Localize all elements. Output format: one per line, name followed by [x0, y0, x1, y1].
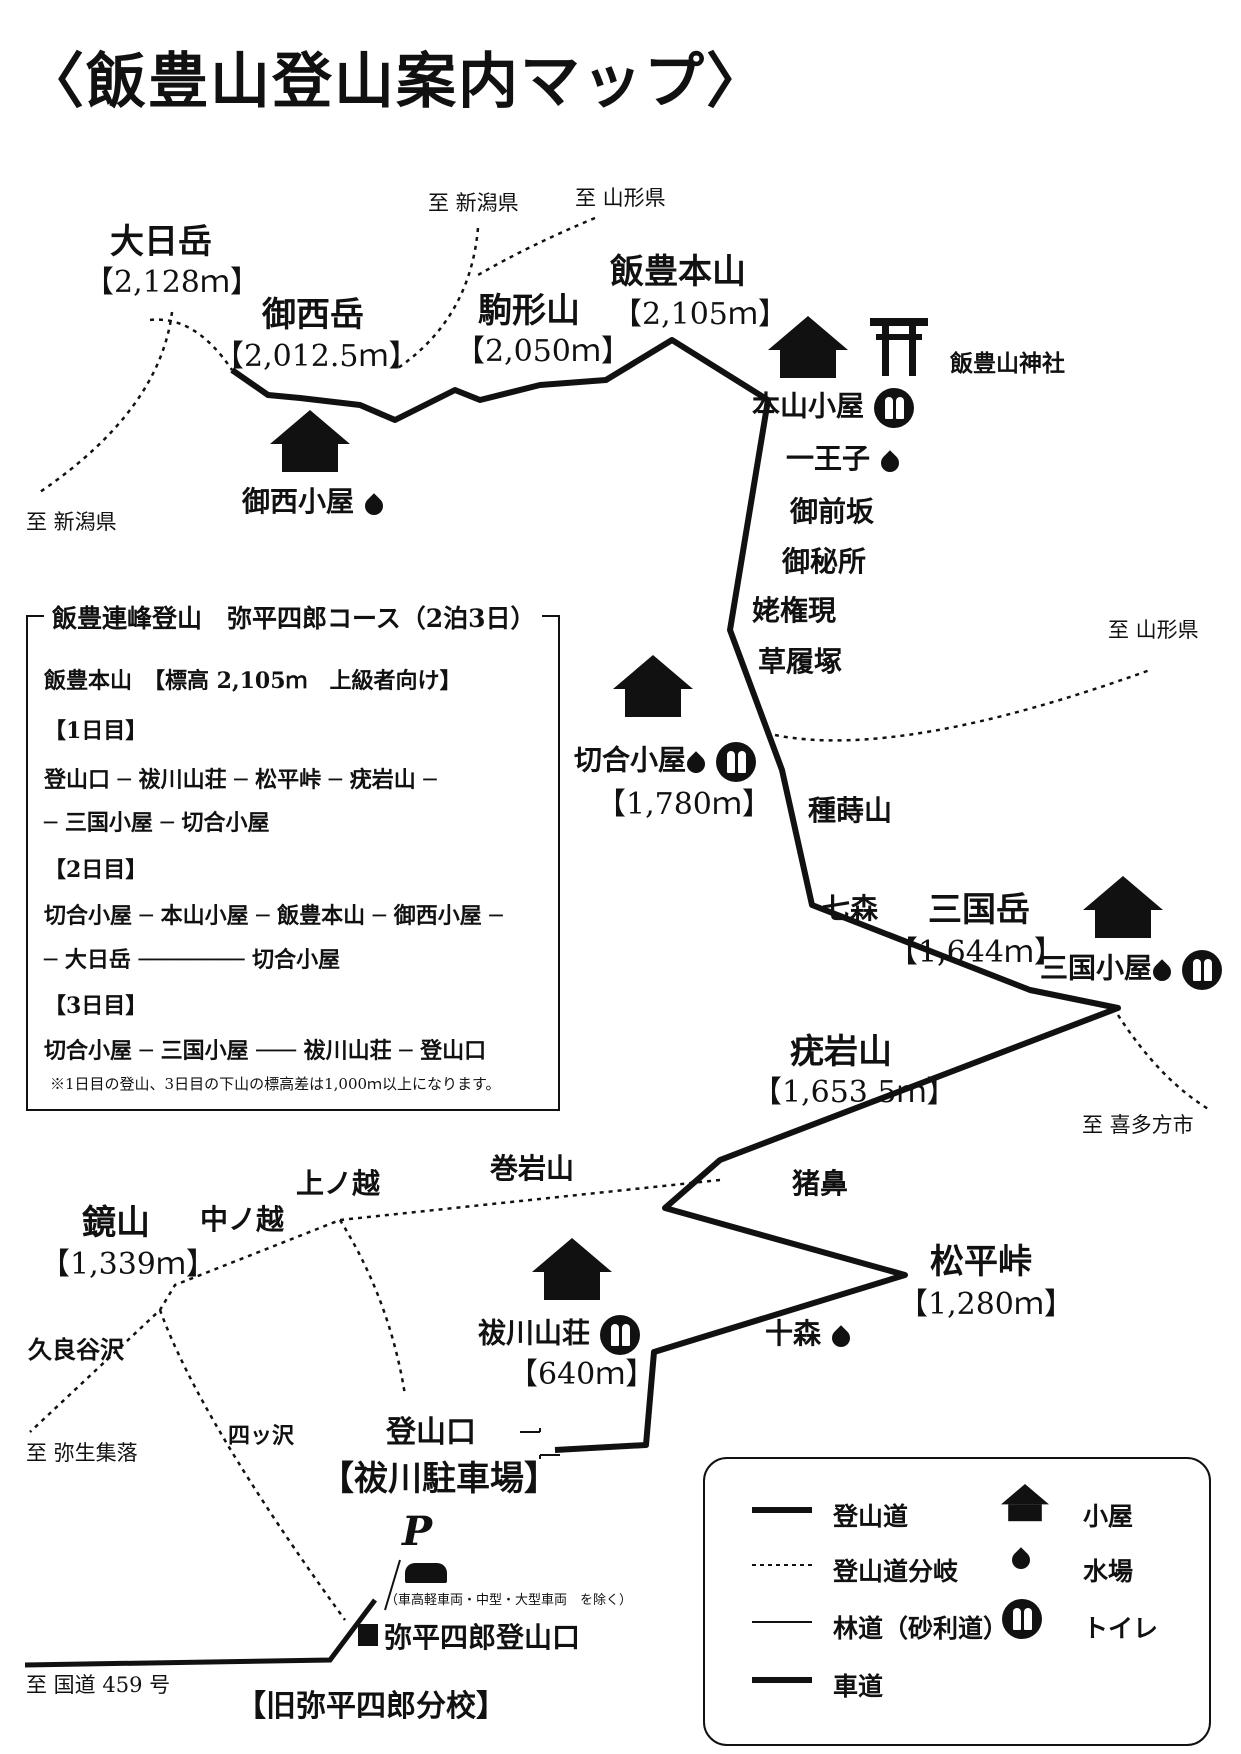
peak-mikuni-elev: 【1,644ｍ】 — [888, 935, 1064, 970]
car-icon — [405, 1563, 447, 1583]
place-kuraya: 久良谷沢 — [28, 1335, 124, 1364]
course-note: ※1日目の登山、3日目の下山の標高差は1,000ｍ以上になります。 — [50, 1075, 501, 1093]
course-line: 切合小屋 ─ 三国小屋 ─── 祓川山荘 ─ 登山口 — [44, 1038, 487, 1064]
car-restriction-note: （車高軽車両・中型・大型車両 を除く） — [385, 1593, 633, 1608]
peak-komagata-elev: 【2,050ｍ】 — [455, 334, 631, 369]
place-taneirayama: 種蒔山 — [808, 794, 893, 827]
direction-niigata-top: 至 新潟県 — [428, 191, 519, 215]
yaheishiro-trailhead-label: 弥平四郎登山口 — [384, 1621, 581, 1654]
legend-toilet-label: トイレ — [1083, 1614, 1159, 1643]
place-nakanokoshi: 中ノ越 — [200, 1203, 285, 1236]
parking-icon: P — [402, 1508, 433, 1555]
hut-kayokawa: 祓川山荘 — [478, 1315, 640, 1355]
trail-branch-yamagata-top — [477, 216, 596, 277]
parking-bracket — [520, 1428, 560, 1459]
legend-car-label: 車道 — [833, 1672, 884, 1701]
car-road-line — [24, 1598, 377, 1668]
peak-komagata-name: 駒形山 — [478, 291, 580, 331]
place-shichimori: 七森 — [822, 892, 879, 925]
direction-route459: 至 国道 459 号 — [26, 1673, 171, 1697]
course-info-box: 飯豊連峰登山 弥平四郎コース（2泊3日） 飯豊本山 【標高 2,105ｍ 上級者… — [26, 599, 560, 1111]
water-drop-icon — [364, 491, 384, 517]
peak-iide-honzan-elev: 【2,105ｍ】 — [612, 297, 788, 332]
peak-dainichi-name: 大日岳 — [110, 222, 212, 262]
mailbox-icon — [358, 1624, 378, 1646]
place-jumori: 十森 — [765, 1320, 851, 1349]
hut-onishi: 御西小屋 — [242, 488, 384, 517]
peak-onishi-elev: 【2,012.5ｍ】 — [214, 339, 419, 374]
place-zoriduka: 草履塚 — [758, 645, 843, 678]
course-line: 切合小屋 ─ 本山小屋 ─ 飯豊本山 ─ 御西小屋 ─ — [44, 903, 503, 929]
peak-onishi-name: 御西岳 — [262, 295, 364, 335]
peak-kagami-name: 鏡山 — [82, 1203, 150, 1243]
trail-branch-dainichi — [39, 311, 234, 494]
course-line: 飯豊本山 【標高 2,105ｍ 上級者向け】 — [44, 668, 462, 694]
water-drop-icon — [1011, 1545, 1031, 1571]
course-line: 登山口 ─ 祓川山荘 ─ 松平峠 ─ 疣岩山 ─ — [44, 767, 437, 793]
place-ichioji: 一王子 — [786, 445, 900, 474]
course-line: ─ 大日岳 ──────── 切合小屋 — [44, 947, 341, 973]
legend-hut-label: 小屋 — [1083, 1502, 1134, 1531]
peak-kagami-elev: 【1,339ｍ】 — [40, 1247, 216, 1282]
direction-niigata-left: 至 新潟県 — [26, 510, 117, 534]
toilet-icon — [715, 742, 756, 782]
hut-kiriai-elev: 【1,780ｍ】 — [596, 787, 772, 822]
direction-yamagata-right: 至 山形県 — [1108, 618, 1199, 642]
trail-branch-kitakata — [1116, 1014, 1211, 1112]
course-line: 【2日目】 — [44, 857, 148, 883]
direction-kitakata: 至 喜多方市 — [1082, 1113, 1194, 1137]
trail-branch-kaminokoshi — [338, 1219, 407, 1396]
hut-honzan: 本山小屋 — [752, 388, 914, 428]
course-line: 【3日目】 — [44, 993, 148, 1019]
legend-water-label: 水場 — [1083, 1557, 1134, 1586]
shrine-label: 飯豊山神社 — [950, 350, 1065, 377]
old-school-label: 【旧弥平四郎分校】 — [236, 1689, 506, 1724]
legend-trail-label: 登山道 — [833, 1502, 909, 1531]
water-drop-icon — [1152, 957, 1172, 983]
course-caption: 飯豊連峰登山 弥平四郎コース（2泊3日） — [46, 599, 542, 635]
map-title: 〈飯豊山登山案内マップ〉 — [24, 47, 768, 117]
peak-matsudaira-name: 松平峠 — [930, 1242, 1032, 1282]
toilet-icon — [1181, 950, 1222, 990]
direction-yamagata-top: 至 山形県 — [575, 186, 666, 210]
legend-branch-label: 登山道分岐 — [833, 1557, 959, 1586]
place-ohisho: 御秘所 — [782, 545, 867, 578]
toilet-icon — [873, 388, 914, 428]
place-makiiwayama: 巻岩山 — [490, 1152, 575, 1185]
water-drop-icon — [686, 749, 706, 775]
map-legend: 登山道 登山道分岐 林道（砂利道） 車道 小屋 水場 トイレ — [703, 1457, 1211, 1746]
place-ubagongen: 姥権現 — [752, 594, 837, 627]
place-kaminokoshi: 上ノ越 — [296, 1167, 381, 1200]
trail-branch-makiiwa — [29, 1178, 721, 1433]
course-line: 【1日目】 — [44, 718, 148, 744]
main-trail-line — [230, 337, 1121, 1453]
peak-kiwamaru-name: 疣岩山 — [790, 1032, 892, 1072]
peak-dainichi-elev: 【2,128ｍ】 — [84, 265, 260, 300]
direction-yayoi: 至 弥生集落 — [26, 1441, 138, 1465]
peak-iide-honzan-name: 飯豊本山 — [610, 252, 746, 292]
water-drop-icon — [831, 1323, 851, 1349]
toilet-icon — [599, 1315, 640, 1355]
peak-mikuni-name: 三国岳 — [928, 890, 1030, 930]
peak-kiwamaru-elev: 【1,653.5ｍ】 — [752, 1075, 957, 1110]
hut-kayokawa-elev: 【640ｍ】 — [508, 1357, 656, 1392]
legend-forest-label: 林道（砂利道） — [833, 1614, 1009, 1643]
trailhead-label: 登山口 — [386, 1415, 476, 1450]
parking-label: 【祓川駐車場】 — [320, 1459, 558, 1499]
hut-kiriai: 切合小屋 — [574, 742, 756, 782]
course-line: ─ 三国小屋 ─ 切合小屋 — [44, 810, 270, 836]
place-yotsuya: 四ッ沢 — [228, 1423, 295, 1449]
torii-icon — [870, 318, 928, 376]
trail-branch-niigata-top — [394, 227, 480, 372]
place-gozenzaka: 御前坂 — [790, 495, 875, 528]
place-inohana: 猪鼻 — [792, 1167, 849, 1200]
trail-branch-yotsuya — [158, 1309, 347, 1621]
forest-road-line — [384, 1559, 401, 1611]
trail-branch-yamagata-right — [774, 668, 1151, 742]
toilet-icon — [1002, 1599, 1042, 1639]
hut-mikuni: 三国小屋 — [1040, 950, 1222, 990]
water-drop-icon — [880, 448, 900, 474]
peak-matsudaira-elev: 【1,280ｍ】 — [898, 1287, 1074, 1322]
